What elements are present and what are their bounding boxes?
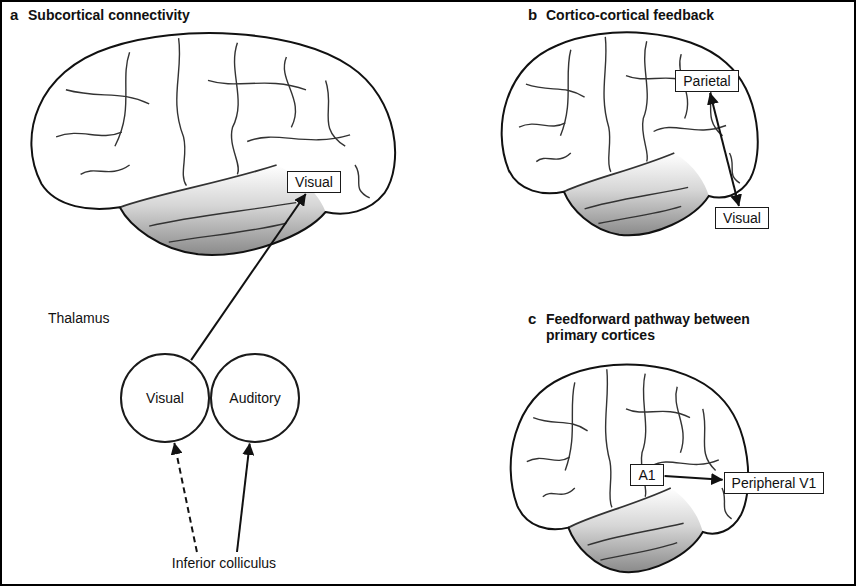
panel-title: Feedforward pathway between primary cort…	[546, 311, 761, 343]
region-box: Peripheral V1	[724, 472, 825, 494]
brain-drawing	[511, 365, 749, 573]
node-text: Auditory	[229, 390, 280, 406]
panel-letter: c	[528, 310, 536, 327]
nucleus-circle: Auditory	[210, 353, 300, 443]
nucleus-circle: Visual	[120, 353, 210, 443]
region-box: Visual	[287, 171, 341, 193]
region-box: A1	[630, 464, 663, 486]
panel-title: Cortico-cortical feedback	[546, 7, 714, 23]
structure-label: Inferior colliculus	[170, 555, 278, 571]
structure-label: Thalamus	[48, 310, 109, 326]
connector-arrow	[710, 93, 739, 206]
node-text: Inferior colliculus	[172, 555, 276, 571]
panel-letter: a	[10, 6, 18, 23]
panel-title: Subcortical connectivity	[28, 7, 190, 23]
node-text: A1	[638, 467, 655, 483]
node-text: Visual	[723, 210, 761, 226]
node-text: Visual	[146, 390, 184, 406]
connector-arrow	[174, 443, 197, 552]
brain-drawing	[502, 32, 758, 235]
panel-letter: b	[528, 6, 537, 23]
brain-drawing	[31, 33, 395, 255]
region-box: Visual	[715, 207, 769, 229]
connector-arrow	[191, 194, 306, 360]
connector-arrow	[665, 476, 723, 480]
node-text: Peripheral V1	[732, 475, 817, 491]
connector-arrow	[237, 444, 250, 552]
node-text: Visual	[295, 174, 333, 190]
node-text: Parietal	[683, 73, 730, 89]
region-box: Parietal	[675, 70, 738, 92]
